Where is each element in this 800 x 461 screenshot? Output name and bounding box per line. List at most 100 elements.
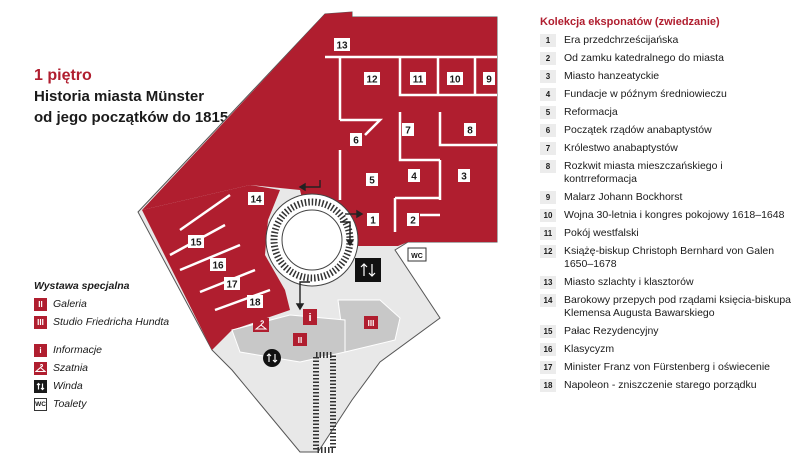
legend-item-elevator: Winda [34, 378, 169, 394]
special-studio-area [337, 299, 401, 353]
room-label-bg [210, 258, 226, 271]
elevator-map-icon [355, 258, 381, 282]
collection-item-text: Minister Franz von Fürstenberg i oświece… [564, 361, 771, 373]
collection-item-text: Napoleon - zniszczenie starego porządku [564, 379, 757, 391]
collection-item: 3 Miasto hanzeatyckie [540, 70, 795, 83]
collection-item-number: 10 [540, 209, 556, 222]
room-label: 3 [461, 172, 467, 183]
collection-item-text: Od zamku katedralnego do miasta [564, 52, 724, 64]
room-label: 17 [226, 280, 238, 291]
galeria-icon: II [34, 297, 47, 311]
room-label-bg [483, 72, 495, 85]
collection-item-number: 8 [540, 160, 556, 173]
collection-item-number: 9 [540, 191, 556, 204]
collection-item-number: 18 [540, 379, 556, 392]
legend-label: Szatnia [53, 362, 89, 374]
collection-item-number: 1 [540, 34, 556, 47]
collection-item-text: Fundacje w późnym średniowieczu [564, 88, 727, 100]
cloakroom-icon [34, 361, 47, 375]
collection-item-text: Początek rządów anabaptystów [564, 124, 712, 136]
collection-item-text: Malarz Johann Bockhorst [564, 191, 683, 203]
collection-item-text: Książę-biskup Christoph Bernhard von Gal… [564, 245, 775, 270]
legend-item-cloakroom: Szatnia [34, 360, 169, 376]
collection-item: 16 Klasycyzm [540, 343, 795, 356]
room-label: 4 [411, 172, 417, 183]
info-map-label: i [308, 312, 311, 324]
collection-item-number: 4 [540, 88, 556, 101]
room-label: 1 [370, 216, 376, 227]
room-label: 7 [405, 126, 411, 137]
room-label: 16 [212, 261, 224, 272]
room-label-bg [447, 72, 463, 85]
room-label: 2 [410, 216, 416, 227]
legend-label: Informacje [53, 344, 103, 356]
collection-item-text: Miasto hanzeatyckie [564, 70, 660, 82]
room-label: 18 [249, 298, 261, 309]
room-label: 12 [366, 75, 378, 86]
room-label-bg [464, 123, 476, 136]
collection-item: 18 Napoleon - zniszczenie starego porządk… [540, 379, 795, 392]
collection-item-text: Klasycyzm [564, 343, 615, 355]
legend-item-studio: III Studio Friedricha Hundta [34, 314, 169, 330]
galeria-map-icon: II [293, 333, 307, 346]
collection-item: 6 Początek rządów anabaptystów [540, 124, 795, 137]
spiral-staircase [270, 198, 354, 282]
collection-item-number: 14 [540, 294, 556, 307]
room-label-bg [224, 277, 240, 290]
room-label-bg [188, 235, 204, 248]
collection-item-text: Miasto szlachty i klasztorów [564, 276, 694, 288]
route-arrows [295, 180, 364, 311]
heading-line2: od jego początków do 1815 r. [34, 109, 242, 126]
legend-label: Winda [53, 380, 83, 392]
room-label-bg [410, 72, 426, 85]
collection-item-number: 16 [540, 343, 556, 356]
room-label-bg [407, 213, 419, 226]
collection-item-number: 6 [540, 124, 556, 137]
room-label-bg [364, 72, 380, 85]
info-icon: i [34, 343, 47, 357]
studio-icon: III [34, 315, 47, 329]
collection-item-text: Rozkwit miasta mieszczańskiego i kontrre… [564, 160, 723, 185]
map-legend: Wystawa specjalna II Galeria III Studio … [34, 280, 169, 412]
legend-item-wc: WC Toalety [34, 396, 169, 412]
elevator-map-icon-lower [263, 349, 281, 367]
toilet-icon: WC [34, 397, 47, 411]
room-label-bg [334, 38, 350, 51]
heading-line1: Historia miasta Münster [34, 88, 205, 105]
collection-item: 2 Od zamku katedralnego do miasta [540, 52, 795, 65]
collection-item-number: 5 [540, 106, 556, 119]
studio-map-label: III [368, 319, 375, 328]
legend-label: Galeria [53, 298, 87, 310]
exhibit-wing-north [142, 12, 497, 246]
collection-item-number: 2 [540, 52, 556, 65]
legend-item-galeria: II Galeria [34, 296, 169, 312]
title-block: 1 piętro Historia miasta Münster od jego… [34, 66, 242, 128]
room-label-bg [350, 133, 362, 146]
collection-item-number: 3 [540, 70, 556, 83]
legend-item-info: i Informacje [34, 342, 169, 358]
studio-map-icon: III [364, 316, 378, 329]
room-label-bg [247, 295, 263, 308]
special-gallery-area [231, 314, 346, 363]
collection-item-number: 7 [540, 142, 556, 155]
info-map-icon: i [303, 309, 317, 325]
room-label: 5 [369, 176, 375, 187]
room-label: 6 [353, 136, 359, 147]
collection-title: Kolekcja eksponatów (zwiedzanie) [540, 16, 720, 28]
cloakroom-map-icon [253, 318, 269, 332]
collection-item: 9 Malarz Johann Bockhorst [540, 191, 795, 204]
collection-item-number: 11 [540, 227, 556, 240]
collection-item-text: Wojna 30-letnia i kongres pokojowy 1618–… [564, 209, 785, 221]
toilet-map-icon: WC [407, 247, 427, 262]
collection-item-text: Barokowy przepych pod rządami księcia-bi… [564, 294, 792, 319]
room-label-bg [402, 123, 414, 136]
room-label: 10 [449, 75, 461, 86]
floor-label: 1 piętro [34, 67, 92, 84]
room-label-bg [366, 173, 378, 186]
